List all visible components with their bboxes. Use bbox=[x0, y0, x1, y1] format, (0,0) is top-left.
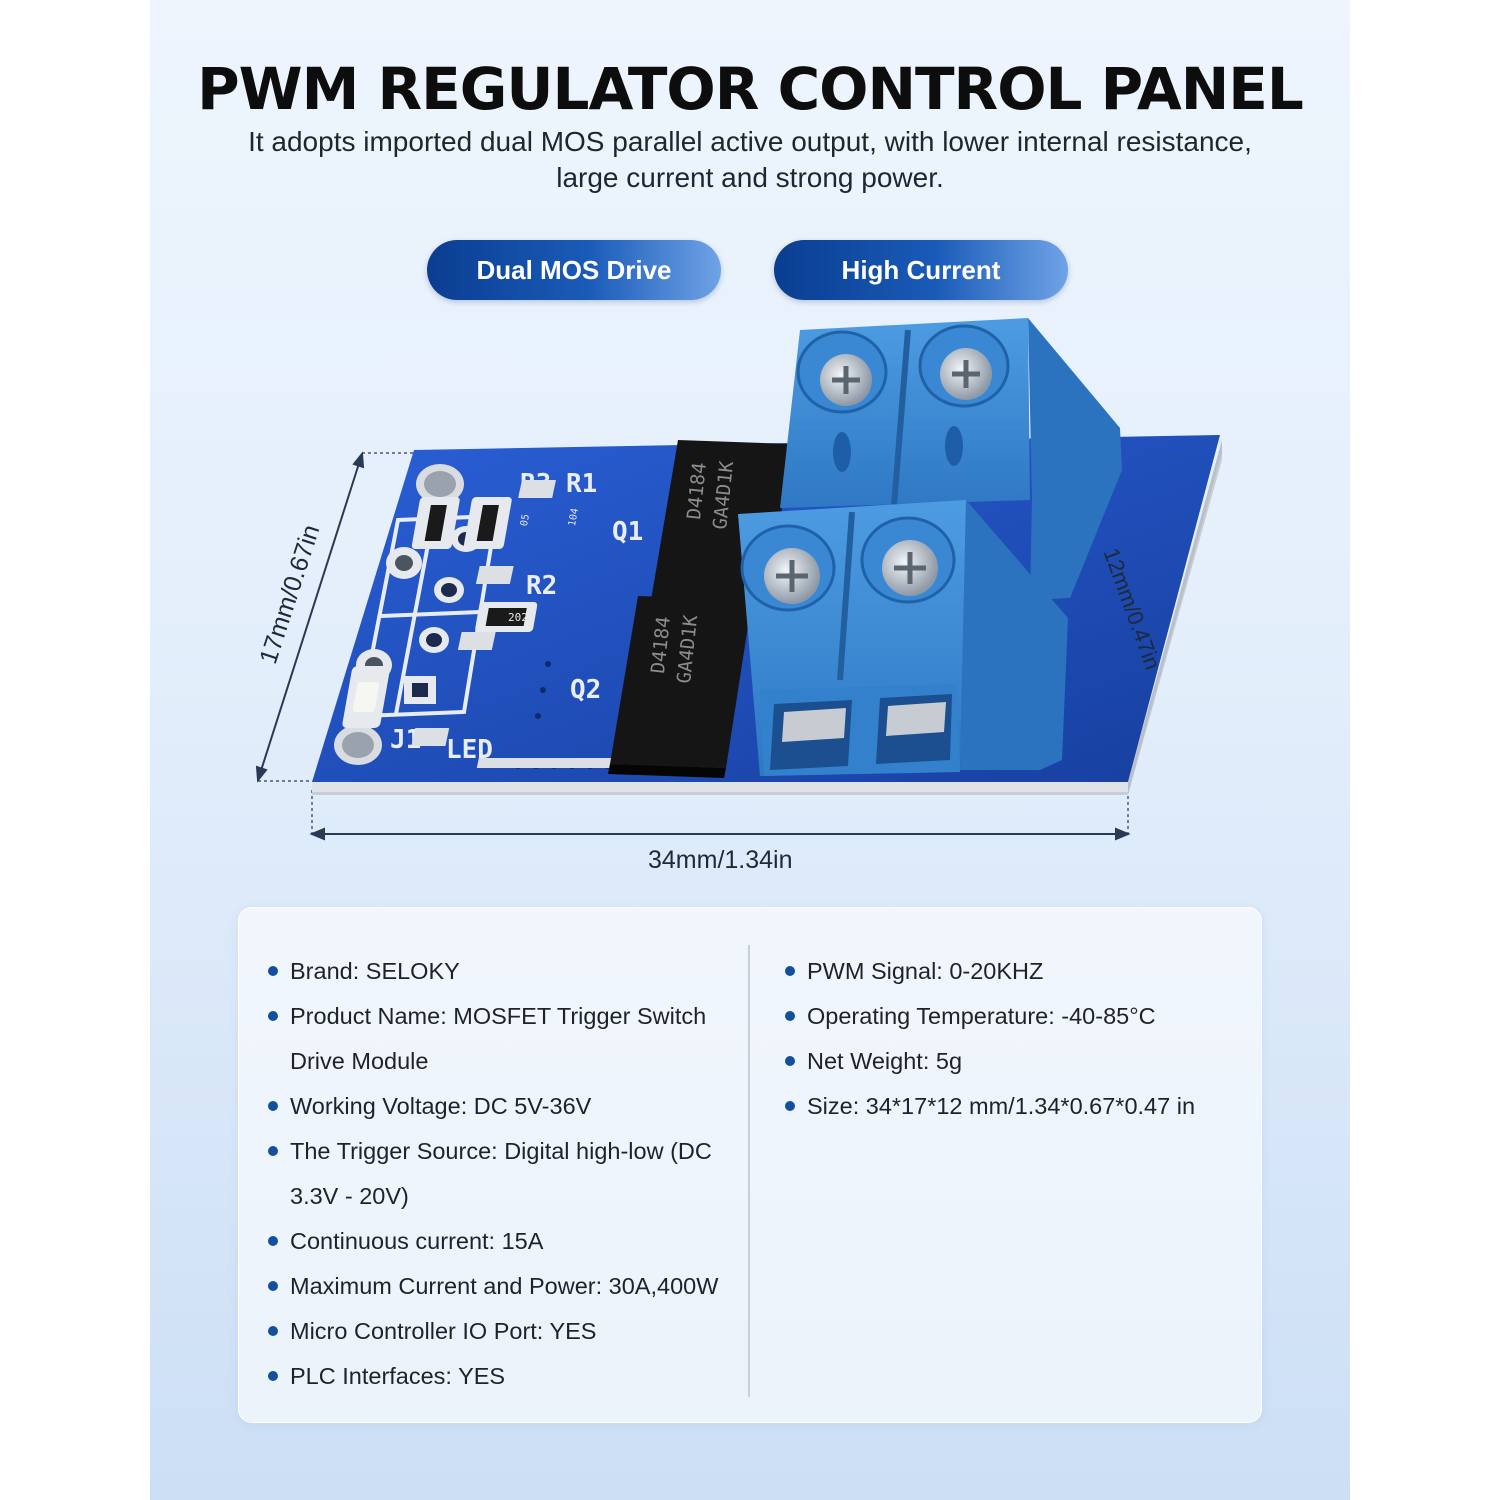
bullet-icon bbox=[268, 1326, 278, 1336]
resistor-r2-code: 202 bbox=[508, 611, 528, 624]
mosfet-q2: D4184 GA4D1K bbox=[608, 596, 752, 778]
silk-r1: R1 bbox=[566, 469, 597, 499]
spec-item: Size: 34*17*12 mm/1.34*0.67*0.47 in bbox=[783, 1084, 1243, 1129]
spec-text: Working Voltage: DC 5V-36V bbox=[290, 1093, 592, 1119]
silk-r2: R2 bbox=[526, 571, 557, 601]
spec-text: Maximum Current and Power: 30A,400W bbox=[290, 1273, 719, 1299]
page-title: PWM REGULATOR CONTROL PANEL bbox=[197, 55, 1304, 123]
spec-item: Net Weight: 5g bbox=[783, 1039, 1243, 1084]
bullet-icon bbox=[268, 1011, 278, 1021]
bullet-icon bbox=[268, 1371, 278, 1381]
spec-item: PWM Signal: 0-20KHZ bbox=[783, 949, 1243, 994]
spec-text: Brand: SELOKY bbox=[290, 958, 460, 984]
spec-item: Micro Controller IO Port: YES bbox=[266, 1309, 736, 1354]
specifications-card: Brand: SELOKY Product Name: MOSFET Trigg… bbox=[238, 907, 1262, 1423]
spec-text: Operating Temperature: -40-85°C bbox=[807, 1003, 1156, 1029]
page-subtitle: It adopts imported dual MOS parallel act… bbox=[200, 124, 1300, 196]
spec-text: Size: 34*17*12 mm/1.34*0.67*0.47 in bbox=[807, 1093, 1196, 1119]
column-divider bbox=[748, 945, 750, 1397]
bullet-icon bbox=[268, 966, 278, 976]
resistor-r3-code: 05 bbox=[519, 513, 532, 527]
spec-item: Product Name: MOSFET Trigger Switch Driv… bbox=[266, 994, 736, 1084]
resistor-r1-code: 104 bbox=[567, 507, 581, 527]
bullet-icon bbox=[785, 1101, 795, 1111]
terminal-block-front bbox=[738, 500, 1068, 776]
mosfet-pins bbox=[411, 480, 615, 768]
led-component bbox=[342, 666, 390, 728]
silk-q1: Q1 bbox=[612, 517, 643, 547]
specs-right-column: PWM Signal: 0-20KHZ Operating Temperatur… bbox=[783, 949, 1243, 1129]
bullet-icon bbox=[268, 1281, 278, 1291]
bullet-icon bbox=[785, 1011, 795, 1021]
spec-text: PWM Signal: 0-20KHZ bbox=[807, 958, 1044, 984]
resistors: 05 104 202 bbox=[411, 497, 581, 632]
bullet-icon bbox=[268, 1101, 278, 1111]
bullet-icon bbox=[268, 1236, 278, 1246]
spec-text: The Trigger Source: Digital high-low (DC… bbox=[290, 1138, 712, 1209]
bullet-icon bbox=[785, 1056, 795, 1066]
bullet-icon bbox=[268, 1146, 278, 1156]
spec-item: Brand: SELOKY bbox=[266, 949, 736, 994]
spec-item: Maximum Current and Power: 30A,400W bbox=[266, 1264, 736, 1309]
mosfet-module-illustration: 05 104 202 R3 R1 R2 Q1 Q2 J1 LED D4184 G… bbox=[255, 318, 1222, 841]
subtitle-line-2: large current and strong power. bbox=[556, 162, 944, 193]
bullet-icon bbox=[785, 966, 795, 976]
silk-q2: Q2 bbox=[570, 675, 601, 705]
badge-high-current: High Current bbox=[774, 240, 1068, 300]
spec-item: PLC Interfaces: YES bbox=[266, 1354, 736, 1399]
dimension-width-label: 34mm/1.34in bbox=[648, 846, 793, 874]
spec-text: Continuous current: 15A bbox=[290, 1228, 544, 1254]
spec-text: PLC Interfaces: YES bbox=[290, 1363, 506, 1389]
mounting-holes bbox=[334, 464, 464, 765]
spec-text: Net Weight: 5g bbox=[807, 1048, 963, 1074]
spec-item: The Trigger Source: Digital high-low (DC… bbox=[266, 1129, 736, 1219]
subtitle-line-1: It adopts imported dual MOS parallel act… bbox=[248, 126, 1252, 157]
terminal-block-rear bbox=[780, 318, 1122, 600]
spec-item: Working Voltage: DC 5V-36V bbox=[266, 1084, 736, 1129]
spec-item: Operating Temperature: -40-85°C bbox=[783, 994, 1243, 1039]
specs-left-column: Brand: SELOKY Product Name: MOSFET Trigg… bbox=[266, 949, 736, 1399]
spec-text: Product Name: MOSFET Trigger Switch Driv… bbox=[290, 1003, 707, 1074]
spec-item: Continuous current: 15A bbox=[266, 1219, 736, 1264]
badge-dual-mos-drive: Dual MOS Drive bbox=[427, 240, 721, 300]
spec-text: Micro Controller IO Port: YES bbox=[290, 1318, 597, 1344]
